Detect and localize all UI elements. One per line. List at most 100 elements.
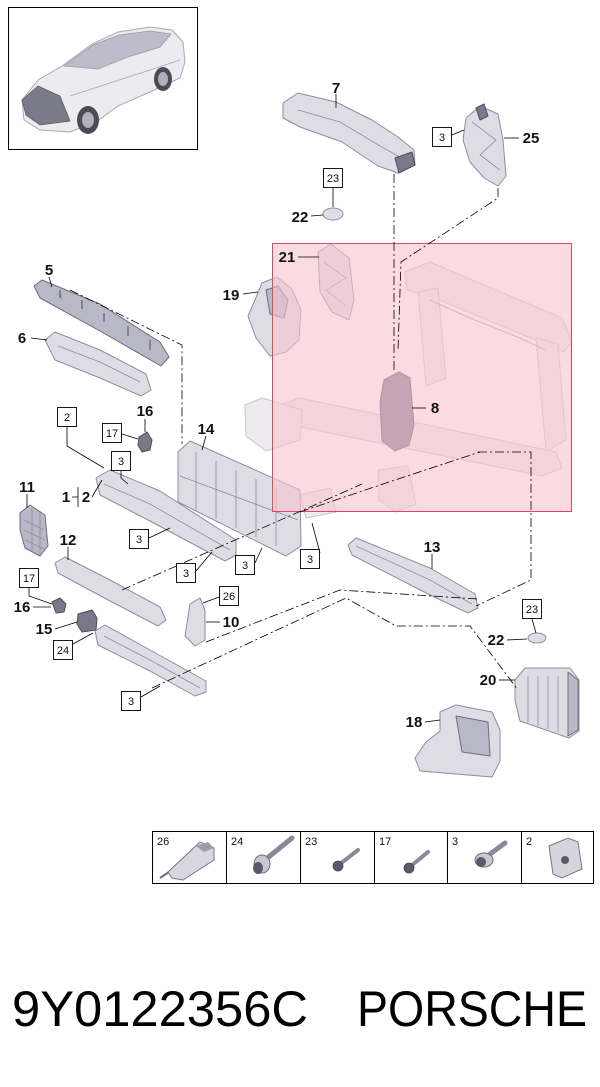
ref-box-label: 3 (128, 696, 134, 708)
legend-cell: 23 (305, 836, 360, 872)
legend-cell-number: 26 (157, 836, 169, 848)
part-5-shape (33, 279, 170, 367)
callout-number: 7 (332, 80, 340, 97)
dashed-guide-line (205, 589, 479, 643)
callout-number: 8 (431, 400, 439, 417)
dashed-guide-lines (69, 174, 532, 691)
callout-number: 15 (36, 621, 53, 638)
ref-box: 23 (522, 599, 542, 619)
dashed-guide-line (397, 188, 499, 351)
part-number: 9Y0122356C (12, 981, 308, 1037)
part-1-2-shape (95, 469, 237, 562)
legend-cell: 24 (231, 835, 295, 874)
ref-box-label: 3 (439, 132, 445, 144)
ref-box: 3 (121, 691, 141, 711)
callout-number: 22 (292, 209, 309, 226)
part-16-bottom-shape (51, 597, 67, 614)
callout-number: 14 (198, 421, 215, 438)
part-6-shape (44, 331, 152, 397)
vehicle-thumbnail (8, 7, 198, 150)
legend-cell-number: 23 (305, 836, 317, 848)
callout-number: 13 (424, 539, 441, 556)
ref-box: 3 (111, 451, 131, 471)
callout-number: 11 (19, 479, 35, 496)
ref-box: 23 (323, 168, 343, 188)
dashed-guide-line (299, 451, 481, 513)
flange-bolt-icon (474, 840, 508, 868)
callout-number: 6 (18, 330, 26, 347)
callout-number: 25 (523, 130, 540, 147)
fastener-legend-table: 26 24 23 17 (152, 831, 594, 884)
ref-box: 3 (176, 563, 196, 583)
legend-cell-number: 24 (231, 836, 243, 848)
sleeve-icon (159, 841, 215, 881)
ref-box-label: 2 (64, 412, 70, 424)
part-22-bottom-shape (527, 632, 547, 644)
part-14-shape (177, 440, 302, 557)
callout-labels: 7 25 22 21 19 5 6 8 16 14 11 1 2 12 13 1… (14, 80, 540, 731)
part-7-shape (282, 92, 416, 174)
legend-cell: 2 (526, 836, 583, 879)
callout-number: 1 (62, 489, 70, 506)
dashed-guide-line (151, 597, 519, 691)
callout-number: 10 (223, 614, 240, 631)
ref-box: 17 (19, 568, 39, 588)
ref-box-label: 3 (183, 568, 189, 580)
part-15-shape (76, 609, 98, 633)
ref-box-label: 3 (118, 456, 124, 468)
legend-cell: 26 (157, 836, 215, 881)
ref-box: 26 (219, 586, 239, 606)
callout-number: 12 (60, 532, 77, 549)
ref-box-label: 23 (526, 604, 538, 616)
ref-box-label: 26 (223, 591, 235, 603)
ref-box: 17 (102, 423, 122, 443)
ref-box: 3 (300, 549, 320, 569)
screw-icon (332, 848, 360, 872)
clip-nut-icon (548, 837, 583, 879)
part-13-shape (347, 537, 479, 614)
ref-box-label: 3 (242, 560, 248, 572)
legend-cell: 3 (452, 836, 508, 868)
suv-vehicle-icon (21, 26, 186, 134)
ref-box-label: 24 (57, 645, 69, 657)
ref-box: 3 (432, 127, 452, 147)
legend-cell-number: 2 (526, 836, 532, 848)
leader-lines (26, 94, 537, 723)
ref-box-label: 3 (136, 534, 142, 546)
callout-number: 21 (279, 249, 296, 266)
ref-box: 3 (235, 555, 255, 575)
ref-box-label: 17 (23, 573, 35, 585)
ref-box: 2 (57, 407, 77, 427)
part-24-bracket-shape (94, 624, 207, 697)
ref-box-label: 23 (327, 173, 339, 185)
ref-box-label: 17 (106, 428, 118, 440)
legend-cell-number: 17 (379, 836, 391, 848)
boxed-references: 3 23 2 17 3 3 3 3 3 17 26 24 3 23 (19, 127, 542, 711)
part-18-shape (414, 704, 501, 778)
part-12-shape (54, 556, 167, 627)
callout-number: 22 (488, 632, 505, 649)
ref-box-label: 3 (307, 554, 313, 566)
part-11-shape (19, 504, 49, 557)
callout-number: 16 (137, 403, 154, 420)
callout-number: 5 (45, 262, 53, 279)
dashed-guide-line (69, 289, 183, 444)
part-22-top-shape (322, 207, 344, 221)
dashed-guide-line (121, 483, 363, 591)
ref-box: 24 (53, 640, 73, 660)
legend-cell: 17 (379, 836, 430, 874)
legend-cell-number: 3 (452, 836, 458, 848)
screw-icon (403, 850, 430, 874)
callout-number: 19 (223, 287, 240, 304)
highlight-region (272, 243, 572, 512)
callout-number: 16 (14, 599, 31, 616)
callout-number: 2 (82, 489, 90, 506)
part-10-shape (184, 597, 206, 647)
ref-box: 3 (129, 529, 149, 549)
part-25-shape (462, 103, 507, 187)
part-20-shape (514, 667, 580, 739)
bolt-with-washer-icon (253, 835, 295, 874)
dashed-guide-line (475, 451, 532, 607)
callout-number: 20 (480, 672, 497, 689)
